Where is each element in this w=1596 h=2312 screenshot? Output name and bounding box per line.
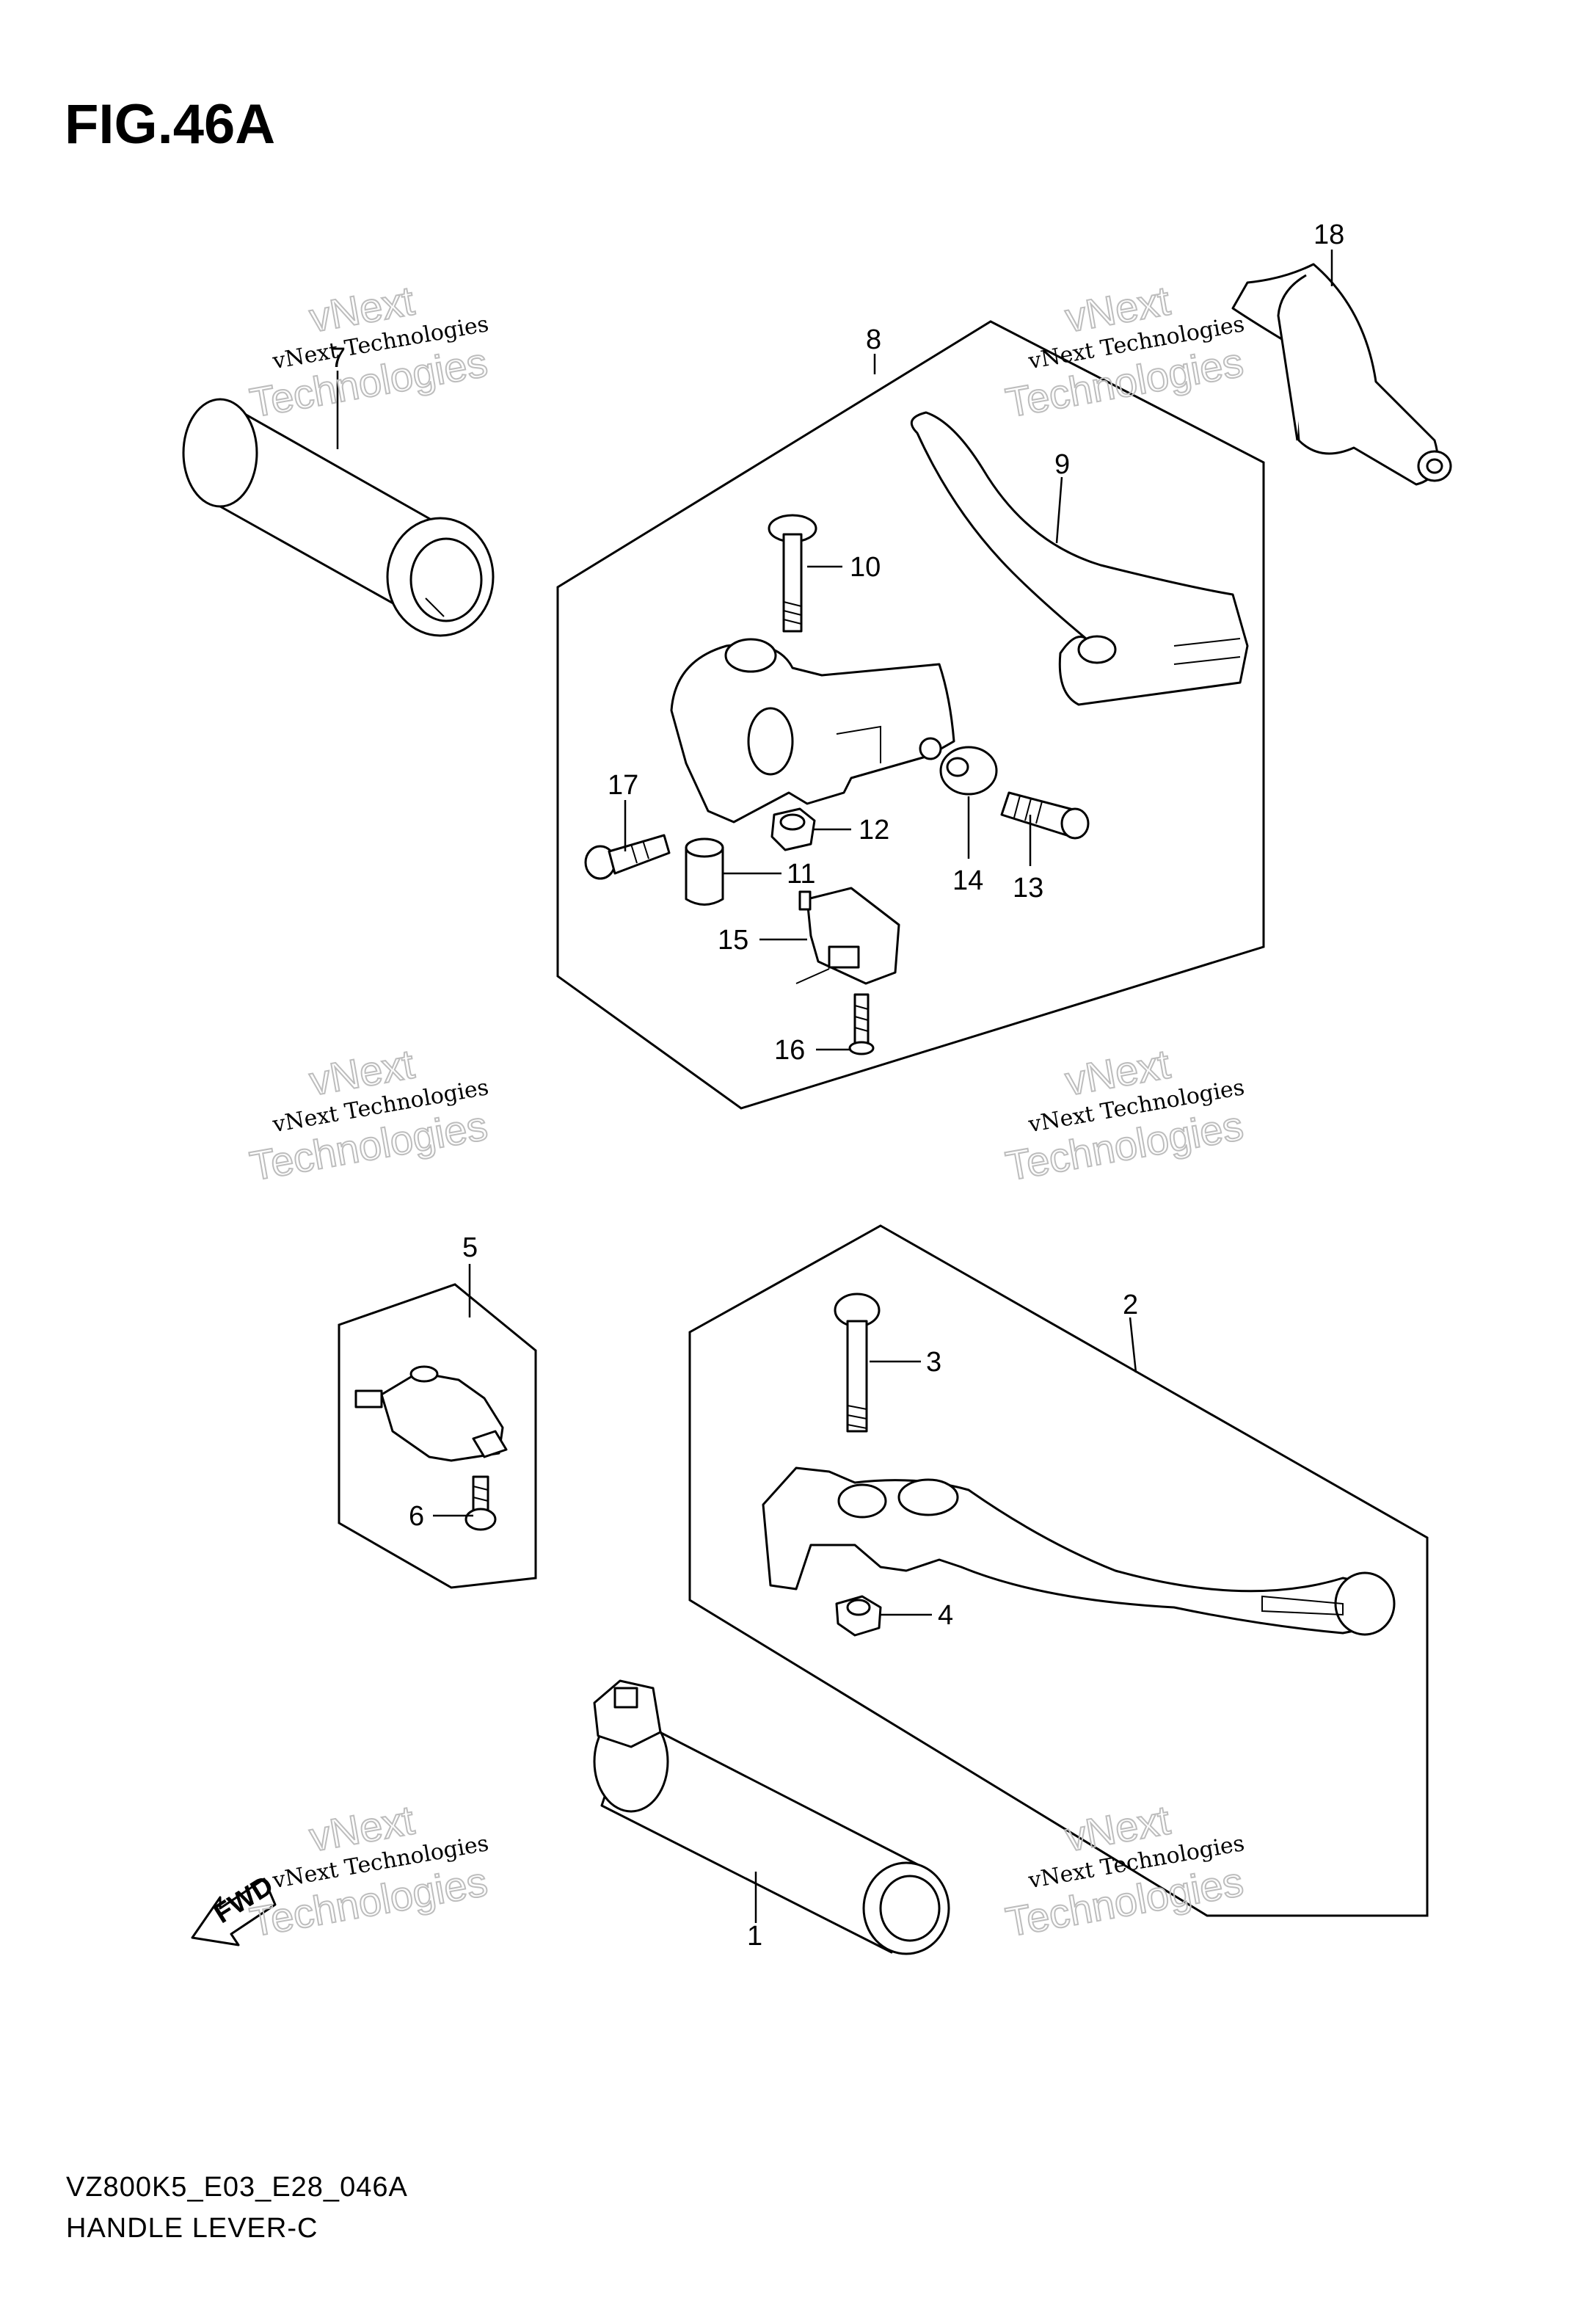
watermark-mid-left: vNext Technologies vNext Technologies	[246, 1039, 492, 1190]
locknut-part-14	[939, 746, 998, 796]
clamp-screw-part-17	[584, 834, 671, 880]
footer-code: VZ800K5_E03_E28_046A	[66, 2172, 408, 2203]
callout-3: 3	[926, 1347, 941, 1378]
callout-4: 4	[938, 1600, 953, 1631]
brake-switch-part-5	[354, 1365, 508, 1462]
clutch-lever-part-9	[910, 411, 1249, 706]
group-frame-5	[338, 1283, 537, 1589]
lever-holder-bracket	[670, 638, 955, 824]
callout-9: 9	[1054, 449, 1070, 480]
clutch-switch-part-15	[795, 887, 900, 985]
callout-16: 16	[774, 1035, 805, 1066]
callout-12: 12	[859, 815, 889, 846]
throttle-grip-part-1	[593, 1679, 950, 1955]
collar-part-11	[685, 837, 724, 906]
callout-18: 18	[1313, 219, 1344, 250]
pivot-bolt-part-3	[834, 1293, 881, 1433]
switch-screw-part-6	[464, 1475, 497, 1531]
group-frame-2	[688, 1224, 1429, 1917]
adjuster-bolt-part-13	[1000, 791, 1090, 840]
group-frame-8	[556, 320, 1265, 1110]
callout-14: 14	[952, 865, 983, 896]
leader-lines	[336, 250, 1333, 1923]
callout-17: 17	[608, 770, 638, 801]
switch-screw-part-16	[848, 993, 875, 1055]
callout-15: 15	[718, 925, 748, 956]
watermark-bottom-left: vNext Technologies vNext Technologies	[246, 1795, 492, 1946]
watermark-top-left: vNext Technologies vNext Technologies	[246, 276, 492, 426]
brake-lever-part-2	[762, 1466, 1396, 1636]
figure-title: FIG.46A	[65, 93, 275, 156]
callout-8: 8	[866, 324, 881, 355]
grip-sleeve-part-7	[182, 398, 495, 637]
bar-end-part-18	[1231, 263, 1452, 486]
callout-5: 5	[462, 1232, 478, 1263]
callout-6: 6	[409, 1501, 424, 1532]
watermark-top-right: vNext Technologies vNext Technologies	[1002, 276, 1247, 426]
callout-13: 13	[1013, 873, 1043, 904]
callout-1: 1	[747, 1921, 762, 1952]
watermark-mid-right: vNext Technologies vNext Technologies	[1002, 1039, 1247, 1190]
nut-part-4	[835, 1595, 882, 1637]
nut-part-12	[770, 807, 816, 851]
callout-numbers: 7 8 18 9 10 17 12 11 14 13 15 16 5 6 2 3…	[330, 219, 1344, 1952]
callout-2: 2	[1123, 1290, 1138, 1320]
pivot-bolt-part-10	[768, 514, 817, 633]
callout-10: 10	[850, 552, 881, 583]
footer-name: HANDLE LEVER-C	[66, 2213, 318, 2244]
callout-11: 11	[787, 859, 815, 890]
callout-7: 7	[330, 343, 346, 374]
